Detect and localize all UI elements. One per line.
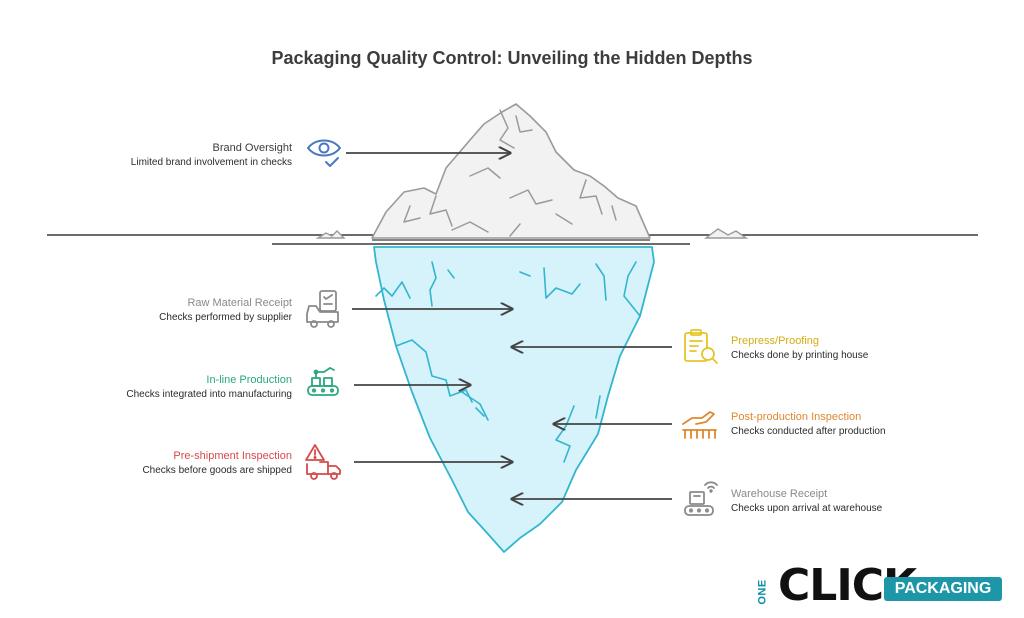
- warehouse-desc: Checks upon arrival at warehouse: [731, 503, 883, 514]
- brand-oversight-label: Brand Oversight Limited brand involvemen…: [32, 142, 292, 169]
- inline-production-desc: Checks integrated into manufacturing: [126, 389, 292, 400]
- prepress-desc: Checks done by printing house: [731, 350, 869, 361]
- box-conveyor-signal-icon: [684, 481, 718, 516]
- postproduction-label: Post-production Inspection Checks conduc…: [731, 411, 991, 438]
- one-click-packaging-logo: ONE CLICK PACKAGING: [756, 560, 1004, 611]
- hand-inspection-icon: [682, 411, 717, 439]
- document-search-icon: [684, 329, 718, 364]
- inline-production-label: In-line Production Checks integrated int…: [32, 374, 292, 401]
- postproduction-title: Post-production Inspection: [731, 411, 862, 423]
- preshipment-title: Pre-shipment Inspection: [173, 450, 292, 462]
- iceberg-underwater-cracks: [375, 261, 641, 463]
- prepress-label: Prepress/Proofing Checks done by printin…: [731, 335, 991, 362]
- ice-floe-left: [315, 230, 346, 239]
- postproduction-desc: Checks conducted after production: [731, 426, 886, 437]
- preshipment-desc: Checks before goods are shipped: [142, 465, 292, 476]
- iceberg-underwater: [373, 246, 655, 553]
- inline-production-title: In-line Production: [206, 374, 292, 386]
- iceberg-tip-cracks: [403, 109, 617, 237]
- delivery-truck-checklist-icon: [306, 290, 339, 328]
- diagram-title: Packaging Quality Control: Unveiling the…: [271, 48, 753, 68]
- raw-material-desc: Checks performed by supplier: [159, 312, 292, 323]
- logo-packaging: PACKAGING: [884, 577, 1002, 601]
- brand-oversight-desc: Limited brand involvement in checks: [130, 157, 292, 168]
- eye-check-icon: [307, 139, 341, 167]
- conveyor-robot-icon: [307, 367, 339, 396]
- warehouse-title: Warehouse Receipt: [731, 488, 828, 500]
- brand-oversight-title: Brand Oversight: [212, 142, 292, 154]
- warning-truck-icon: [305, 444, 341, 480]
- preshipment-label: Pre-shipment Inspection Checks before go…: [32, 450, 292, 477]
- raw-material-title: Raw Material Receipt: [187, 297, 292, 309]
- prepress-title: Prepress/Proofing: [731, 335, 820, 347]
- warehouse-label: Warehouse Receipt Checks upon arrival at…: [731, 488, 991, 515]
- iceberg-tip: [371, 103, 651, 239]
- raw-material-label: Raw Material Receipt Checks performed by…: [32, 297, 292, 324]
- ice-floe-right: [703, 228, 749, 239]
- logo-one: ONE: [756, 579, 769, 605]
